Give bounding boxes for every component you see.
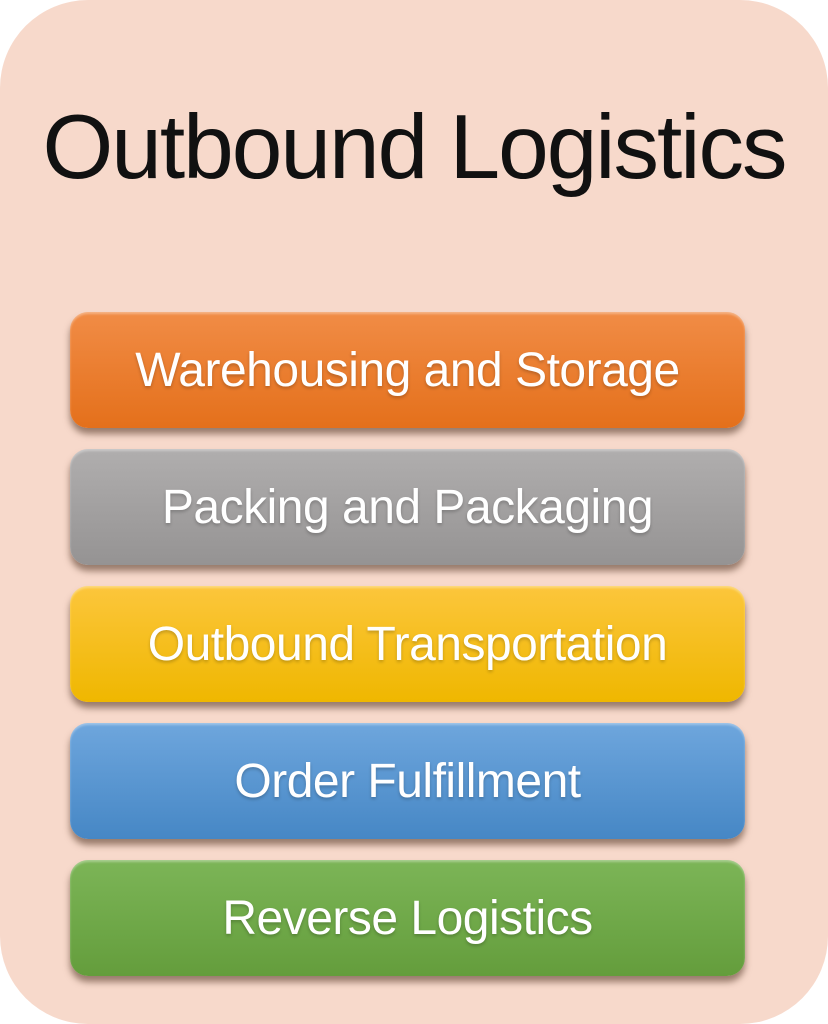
list-item-label: Packing and Packaging bbox=[161, 480, 654, 534]
page-title: Outbound Logistics bbox=[42, 97, 787, 198]
list-item-label: Outbound Transportation bbox=[147, 617, 668, 671]
process-list: Warehousing and Storage Packing and Pack… bbox=[70, 312, 745, 997]
list-item-warehousing-and-storage: Warehousing and Storage bbox=[70, 312, 745, 428]
list-item-packing-and-packaging: Packing and Packaging bbox=[70, 449, 745, 565]
list-item-outbound-transportation: Outbound Transportation bbox=[70, 586, 745, 702]
list-item-label: Warehousing and Storage bbox=[135, 343, 680, 397]
list-item-label: Reverse Logistics bbox=[222, 891, 593, 945]
list-item-label: Order Fulfillment bbox=[234, 754, 581, 808]
list-item-order-fulfillment: Order Fulfillment bbox=[70, 723, 745, 839]
list-item-reverse-logistics: Reverse Logistics bbox=[70, 860, 745, 976]
